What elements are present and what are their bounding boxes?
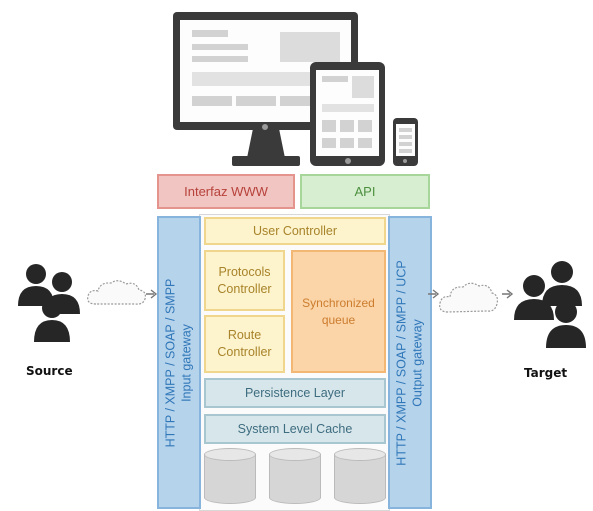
user-controller-box: User Controller (204, 217, 386, 245)
output-gateway-name: Output gateway (410, 318, 424, 407)
arrow-icon (502, 289, 514, 299)
output-gateway-protocols: HTTP / XMPP / SOAP / SMPP / UCP (394, 259, 409, 466)
route-controller-label: Route Controller (217, 328, 272, 359)
protocols-controller-label: Protocols Controller (217, 264, 272, 296)
users-group-icon (514, 261, 586, 348)
input-gateway-protocols: HTTP / XMPP / SOAP / SMPP (163, 278, 178, 447)
arrow-icon (428, 289, 440, 299)
input-gateway-box: HTTP / XMPP / SOAP / SMPP Input gateway (157, 216, 201, 509)
cloud-icon (87, 280, 146, 305)
interfaz-www-box: Interfaz WWW (157, 174, 295, 209)
system-level-cache-box: System Level Cache (204, 414, 386, 444)
protocols-controller-box: Protocols Controller (204, 250, 285, 311)
database-icon (334, 448, 386, 504)
input-gateway-name: Input gateway (179, 323, 193, 402)
synchronized-queue-box: Synchronized queue (291, 250, 386, 373)
target-label: Target (524, 366, 568, 380)
cloud-icon (439, 282, 499, 313)
persistence-layer-box: Persistence Layer (204, 378, 386, 408)
route-controller-box: Route Controller (204, 315, 285, 373)
arrow-icon (146, 289, 158, 299)
database-icon (269, 448, 321, 504)
database-icon (204, 448, 256, 504)
output-gateway-box: HTTP / XMPP / SOAP / SMPP / UCP Output g… (388, 216, 432, 509)
source-label: Source (26, 364, 73, 378)
synchronized-queue-label: Synchronized queue (302, 296, 375, 327)
users-group-icon (18, 264, 80, 342)
api-box: API (300, 174, 430, 209)
